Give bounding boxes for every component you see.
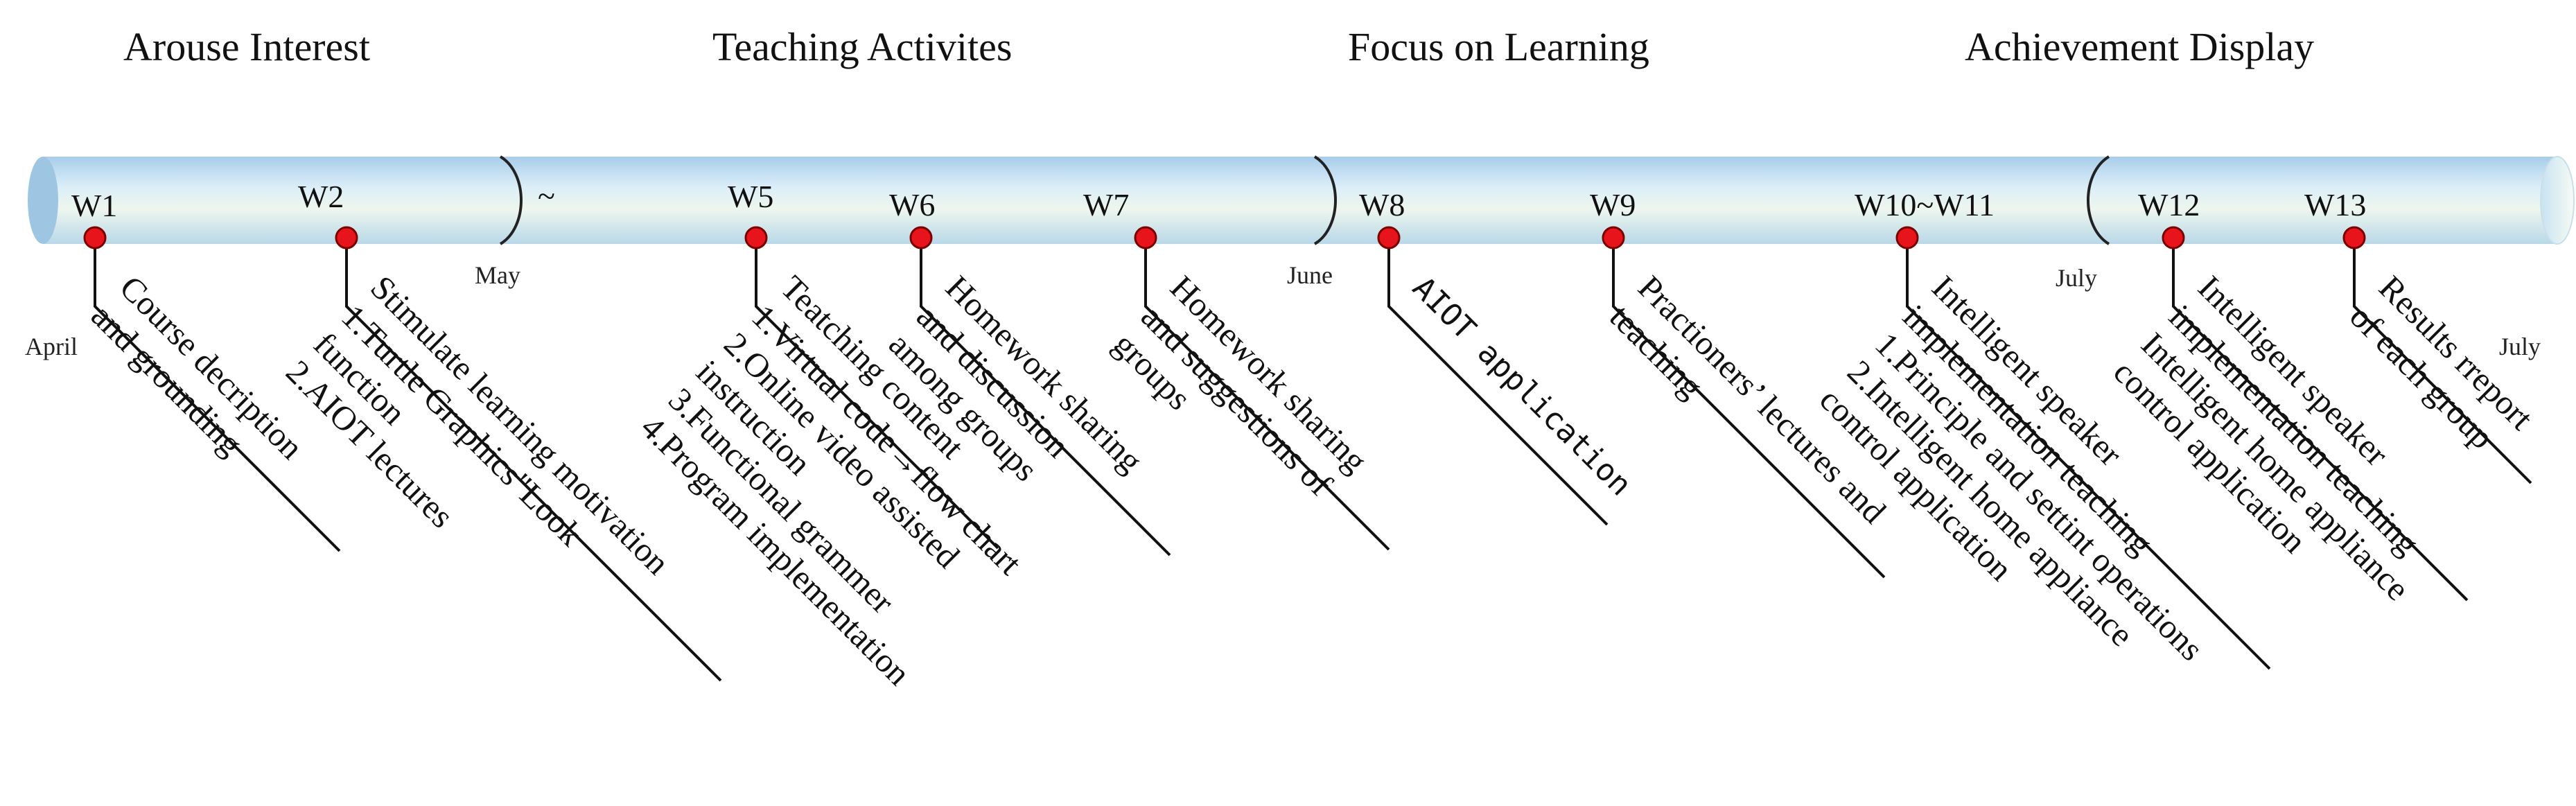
node-w7 — [1134, 226, 1157, 249]
timeline-tube — [28, 156, 2575, 245]
description-w2: Stimulate learning motivation 1.Turtle G… — [279, 268, 677, 582]
node-w9 — [1602, 226, 1625, 249]
month-label-july-1: July — [2056, 264, 2097, 292]
week-label-w9: W9 — [1590, 187, 1636, 222]
leader-lines — [94, 238, 2532, 682]
description-w8: AIOT application — [1405, 270, 1638, 503]
node-w13 — [2342, 226, 2366, 249]
phase-divider-3 — [2087, 155, 2110, 245]
week-label-w12: W12 — [2138, 187, 2200, 222]
week-label-w8: W8 — [1359, 187, 1405, 222]
leader-line-w5 — [755, 238, 999, 550]
node-w8 — [1377, 226, 1401, 249]
phase-arouse-interest: Arouse Interest — [123, 24, 370, 69]
week-label-w6: W6 — [889, 187, 935, 222]
week-nodes — [83, 226, 2366, 249]
leader-line-w2 — [345, 238, 722, 682]
node-w2 — [335, 226, 358, 249]
node-w6 — [909, 226, 933, 249]
description-line: AIOT application — [1405, 270, 1638, 503]
node-w1 — [83, 226, 107, 249]
month-label-june: June — [1287, 261, 1333, 289]
node-w12 — [2162, 226, 2185, 249]
node-w5 — [744, 226, 768, 249]
leader-line-w1 — [94, 238, 341, 552]
leader-line-w9 — [1612, 238, 1886, 579]
month-label-july-2: July — [2499, 333, 2541, 360]
phase-teaching-activities: Teaching Activites — [712, 24, 1012, 69]
leader-line-w12 — [2172, 238, 2469, 602]
leader-line-w7 — [1144, 238, 1390, 551]
leader-line-w10-w11 — [1906, 238, 2271, 670]
phase-divider-1 — [499, 155, 523, 245]
phase-focus-on-learning: Focus on Learning — [1348, 24, 1649, 69]
month-label-april: April — [25, 333, 78, 360]
description-w10-w11: Intelligent speaker implementation teach… — [1812, 268, 2211, 668]
week-label-w1: W1 — [71, 188, 117, 223]
separator-tilde: ~ — [538, 178, 555, 213]
description-line: Stimulate learning motivation — [363, 268, 677, 582]
node-w10-w11 — [1895, 226, 1919, 249]
leader-line-w13 — [2353, 238, 2532, 484]
week-label-w2: W2 — [298, 179, 344, 214]
phase-divider-2 — [1313, 155, 1337, 245]
week-label-w13: W13 — [2304, 187, 2366, 222]
week-label-w5: W5 — [728, 179, 773, 214]
leader-line-w6 — [920, 238, 1171, 557]
month-label-may: May — [475, 261, 520, 289]
leader-line-w8 — [1387, 238, 1609, 526]
week-label-w10-w11: W10~W11 — [1855, 187, 1995, 222]
week-label-w7: W7 — [1083, 187, 1129, 222]
description-w1: Course decription and grounding — [84, 268, 310, 466]
phase-achievement-display: Achievement Display — [1965, 24, 2314, 69]
